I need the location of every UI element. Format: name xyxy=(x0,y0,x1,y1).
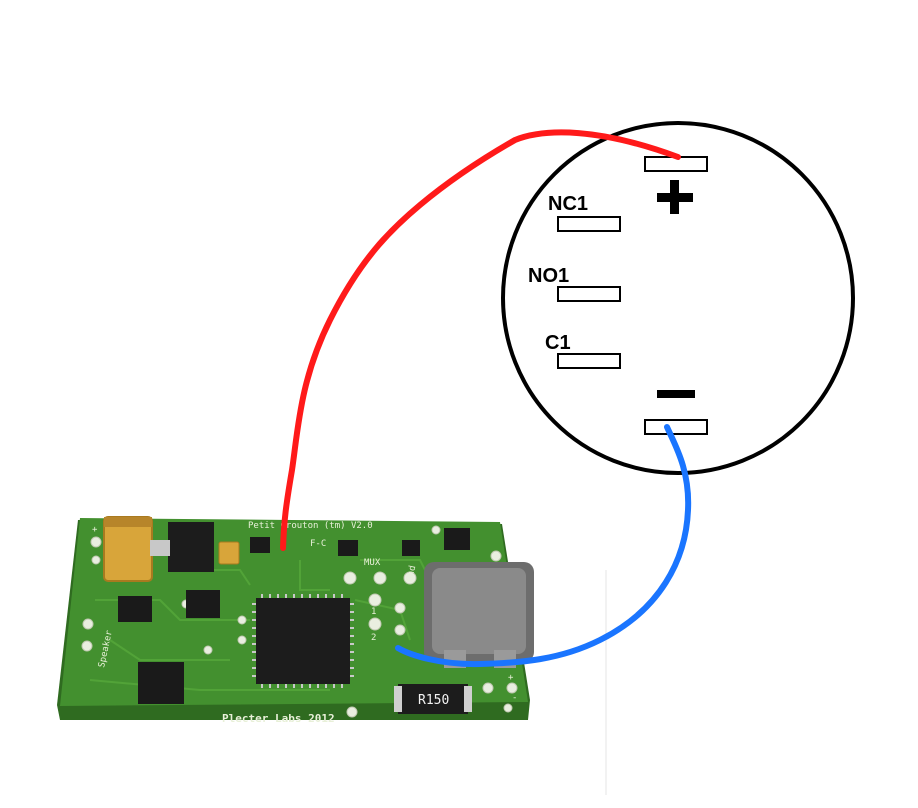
terminal-c1-pad xyxy=(557,353,621,369)
switch-diagram: NC1 NO1 C1 xyxy=(501,121,855,475)
minus-symbol xyxy=(657,390,695,398)
inductor xyxy=(424,562,534,668)
pcb-pads xyxy=(81,525,518,718)
board-plus-label-right: + xyxy=(508,673,514,683)
switch-outline xyxy=(501,121,855,475)
eeprom-chip xyxy=(444,528,470,550)
negative-wire xyxy=(395,424,692,668)
power-chip xyxy=(138,662,184,704)
gnd-label: Gnd xyxy=(405,565,418,583)
tantalum-capacitor-band xyxy=(104,517,152,527)
amp-chip xyxy=(186,590,220,618)
terminal-no1-label: NO1 xyxy=(528,265,569,287)
transistor-chip xyxy=(250,537,270,553)
board-title: Petit Crouton (tm) V2.0 xyxy=(248,521,373,531)
pad-1-label: 1 xyxy=(371,607,376,617)
terminal-nc1-label: NC1 xyxy=(548,193,588,215)
small-capacitor xyxy=(218,541,240,565)
terminal-c1-label: C1 xyxy=(545,332,571,354)
positive-wire xyxy=(280,129,681,551)
regulator-tab xyxy=(150,540,170,556)
current-sense-resistor: R150 xyxy=(394,684,472,714)
terminal-minus-pad xyxy=(644,419,708,435)
board-minus-label: - xyxy=(512,693,517,703)
transistor-chip xyxy=(402,540,420,556)
plus-symbol xyxy=(657,180,693,214)
resistor-label: R150 xyxy=(418,693,449,708)
board-maker: Plecter Labs 2012 xyxy=(222,712,335,725)
transistor-chip xyxy=(338,540,358,556)
voltage-regulator xyxy=(168,522,214,572)
microcontroller xyxy=(252,594,354,688)
fc-label: F-C xyxy=(310,539,326,549)
terminal-nc1-pad xyxy=(557,216,621,232)
terminal-no1-pad xyxy=(557,286,621,302)
mux-label: MUX xyxy=(364,558,381,568)
pcb-board: R150 Petit Crouton (tm) V2.0 Plecter Lab… xyxy=(57,516,534,725)
amp-chip xyxy=(118,596,152,622)
board-plus-label: + xyxy=(92,525,98,535)
pad-2-label: 2 xyxy=(371,633,376,643)
